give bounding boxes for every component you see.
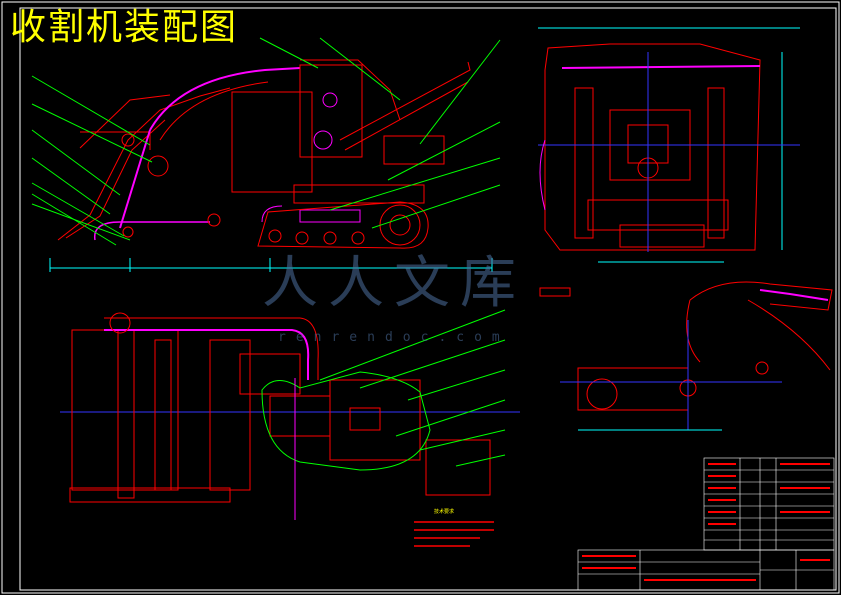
side-elevation-view — [31, 37, 501, 272]
drawing-title: 收割机装配图 — [10, 7, 239, 48]
rear-elevation-view — [538, 27, 800, 263]
drawing-frame — [19, 7, 837, 591]
plan-view — [60, 309, 520, 520]
technical-notes-block — [414, 521, 494, 547]
title-block — [577, 457, 835, 591]
parts-list-entries — [582, 463, 830, 581]
header-detail-view — [539, 281, 833, 431]
technical-notes-title: 技术要求 — [434, 509, 455, 515]
